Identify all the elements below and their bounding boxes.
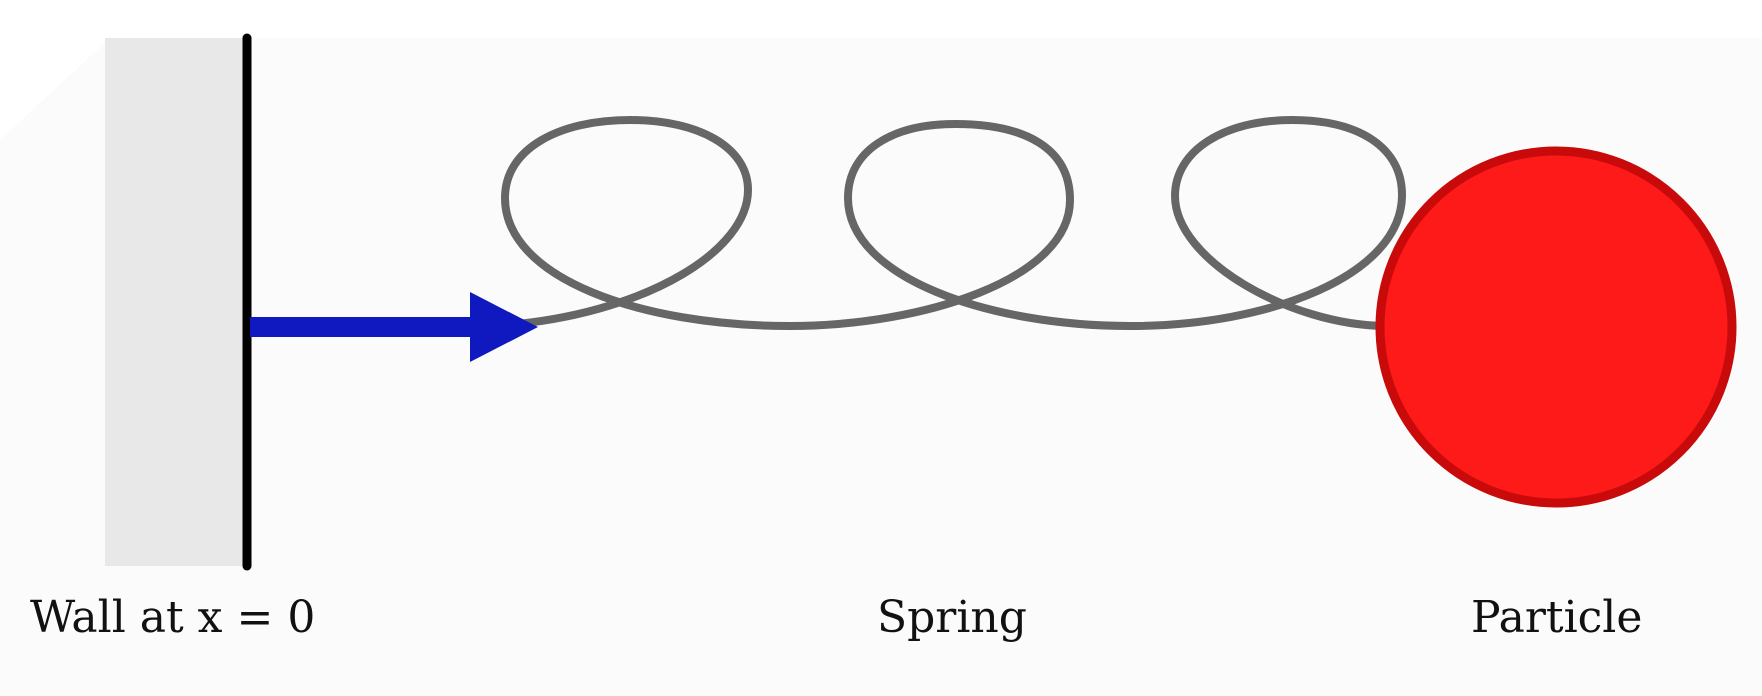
background-panel	[0, 38, 1762, 696]
spring	[500, 115, 1407, 331]
particle-label: Particle	[1471, 592, 1643, 643]
spring-label: Spring	[877, 592, 1027, 643]
particle-circle	[1375, 146, 1737, 508]
wall-label: Wall at x = 0	[30, 592, 316, 643]
force-arrow	[250, 292, 538, 362]
arrow-head	[470, 292, 538, 362]
wall-block	[105, 38, 247, 566]
